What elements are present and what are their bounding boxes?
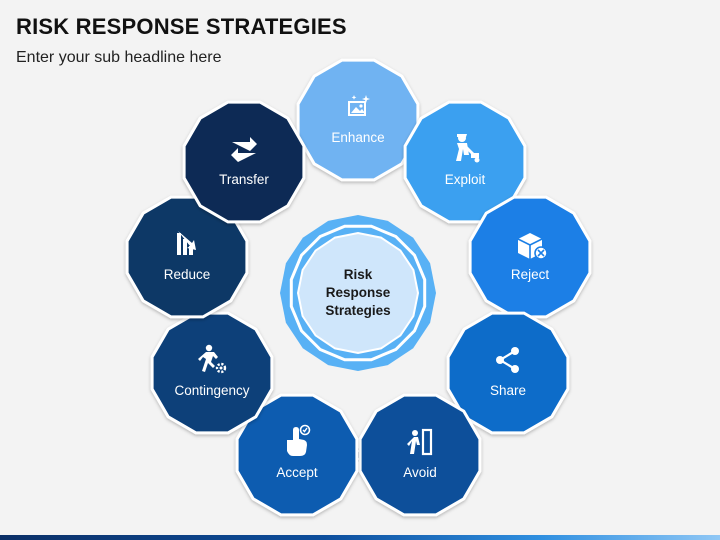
center-hub: Risk Response Strategies [280,215,436,371]
strategy-node-shape [182,100,306,224]
strategy-node-label: Transfer [219,172,269,187]
exit-door-icon [407,428,433,456]
strategy-node-label: Exploit [445,172,486,187]
decrease-chart-icon [177,231,196,255]
runner-gear-icon [198,344,227,374]
center-label-line-2: Response [326,285,391,300]
strategy-node-label: Share [490,383,526,398]
strategy-node-label: Accept [276,465,318,480]
strategy-node-shape [446,311,570,435]
page-subtitle: Enter your sub headline here [16,49,222,66]
center-label-line-1: Risk [344,267,373,282]
page-title: RISK RESPONSE STRATEGIES [16,14,347,39]
image-sparkle-icon [348,95,370,116]
strategy-node-label: Avoid [403,465,437,480]
strategy-node-reduce: Reduce [125,195,249,319]
hand-pointer-icon [287,424,311,456]
center-middle-ring [289,224,427,362]
strategy-node-label: Reduce [164,267,211,282]
transfer-arrows-icon [231,137,257,162]
strategy-node-share: Share [446,311,570,435]
strategy-node-label: Reject [511,267,550,282]
center-label-line-3: Strategies [325,303,390,318]
share-icon [496,347,519,373]
strategy-node-label: Enhance [331,130,384,145]
footer-accent-bar [0,535,720,540]
worker-icon [456,134,480,163]
strategy-node-contingency: Contingency [150,311,274,435]
strategy-node-transfer: Transfer [182,100,306,224]
strategy-node-accept: Accept [235,393,359,517]
strategy-node-exploit: Exploit [403,100,527,224]
strategy-node-enhance: Enhance [296,58,420,182]
box-reject-icon [517,233,548,260]
strategy-node-shape [150,311,274,435]
strategy-node-reject: Reject [468,195,592,319]
strategy-node-label: Contingency [174,383,249,398]
strategy-node-shape [358,393,482,517]
strategy-node-shape [296,58,420,182]
strategy-node-avoid: Avoid [358,393,482,517]
center-inner-disc [296,231,420,355]
